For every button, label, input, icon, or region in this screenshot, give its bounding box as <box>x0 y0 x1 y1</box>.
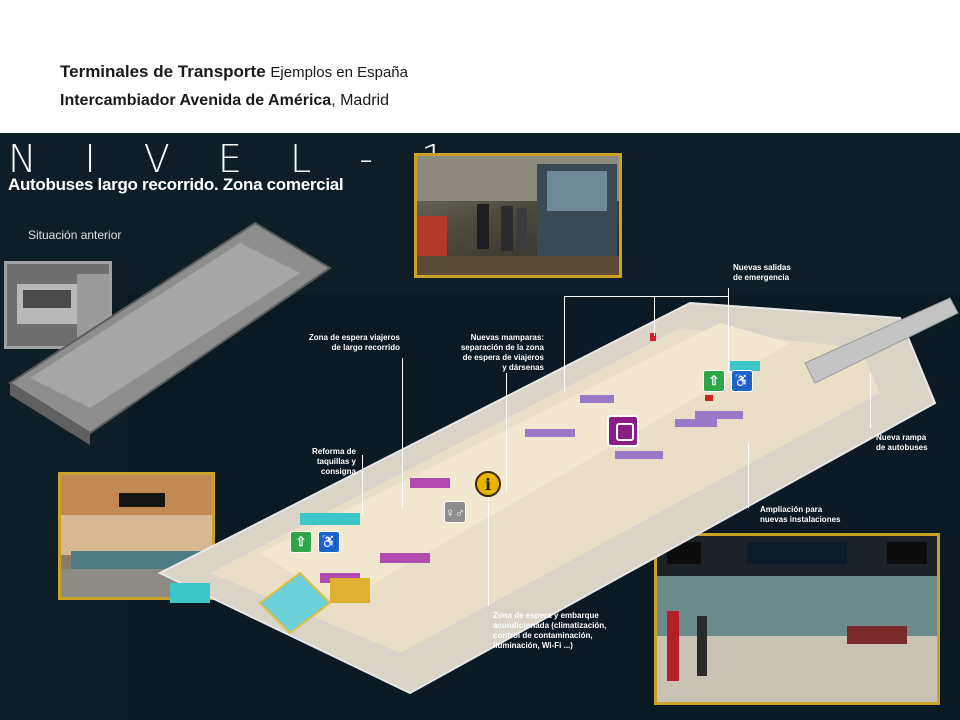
level-title: N I V E L - 1 <box>8 137 464 181</box>
leader-line <box>564 296 565 391</box>
leader-line <box>870 373 871 428</box>
emergency-exit-icon: ⇧ <box>703 370 725 392</box>
leader-line <box>362 455 363 515</box>
leader-line <box>402 358 403 508</box>
leader-line <box>506 373 507 493</box>
leader-line <box>488 488 489 606</box>
photo-docks-area <box>654 533 940 705</box>
emergency-exit-icon: ⇧ <box>290 531 312 553</box>
photo-commercial-hall <box>58 472 215 600</box>
title-light: Ejemplos en España <box>270 64 408 81</box>
leader-line <box>654 296 655 336</box>
bus-icon <box>607 415 639 447</box>
photo-previous-situation <box>4 261 112 349</box>
photo-bus-platform <box>414 153 622 278</box>
accessible-icon: ♿ <box>318 531 340 553</box>
level-subtitle: Autobuses largo recorrido. Zona comercia… <box>8 175 344 194</box>
title-bold: Terminales de Transporte <box>60 62 266 81</box>
accessible-icon: ♿ <box>731 370 753 392</box>
leader-line <box>728 288 729 373</box>
leader-line <box>748 443 749 508</box>
slide-title: Terminales de Transporte Ejemplos en Esp… <box>60 60 408 85</box>
previous-situation-label: Situación anterior <box>28 228 122 242</box>
slide-subtitle: Intercambiador Avenida de América, Madri… <box>60 87 408 115</box>
info-icon: i <box>475 471 501 497</box>
toilets-icon: ♀♂ <box>444 501 466 523</box>
leader-line <box>564 296 729 297</box>
slide-header: Terminales de Transporte Ejemplos en Esp… <box>60 60 408 115</box>
subtitle-light: , Madrid <box>331 92 389 109</box>
plan-panel: N I V E L - 1 Autobuses largo recorrido.… <box>0 133 960 720</box>
subtitle-bold: Intercambiador Avenida de América <box>60 92 332 109</box>
